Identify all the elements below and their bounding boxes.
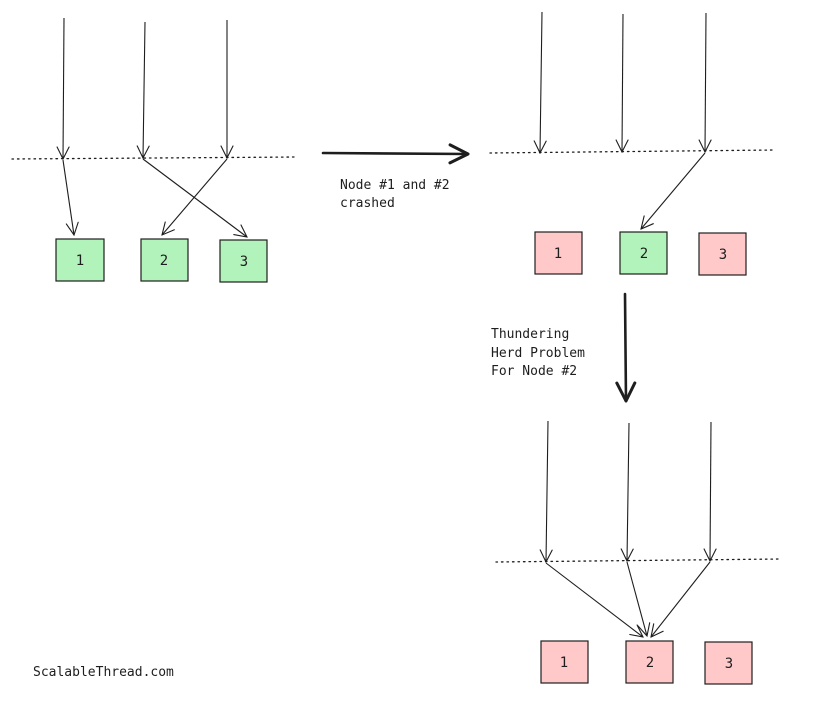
load-balancer-boundary — [489, 149, 776, 154]
caption-line: crashed — [340, 196, 395, 211]
node-1-label: 1 — [554, 246, 562, 262]
incoming-request-arrow — [705, 12, 706, 152]
node-2-label: 2 — [160, 253, 168, 269]
node-2-rect — [619, 231, 668, 275]
routed-request-arrow — [641, 152, 706, 229]
node-1-label: 1 — [560, 655, 568, 671]
routed-request-arrow — [651, 561, 711, 637]
panel-after-crash: 1 2 3 — [489, 11, 776, 276]
transition-crash: Node #1 and #2 crashed — [321, 143, 470, 211]
incoming-request-arrow — [622, 13, 623, 152]
node-box: 1 — [534, 231, 583, 275]
herd-caption: Thundering Herd Problem For Node #2 — [491, 327, 593, 379]
routed-request-arrow — [545, 562, 643, 637]
load-balancer-boundary — [495, 558, 782, 563]
node-box: 3 — [704, 641, 753, 685]
node-1-rect — [55, 238, 105, 282]
caption-line: For Node #2 — [491, 364, 577, 379]
transition-arrow — [615, 292, 637, 403]
routed-request-arrow — [62, 159, 74, 235]
incoming-request-arrow — [546, 420, 548, 562]
node-2-label: 2 — [646, 655, 654, 671]
node-1-rect — [540, 640, 589, 684]
node-3-label: 3 — [719, 247, 727, 263]
panel-initial: 1 2 3 — [11, 17, 298, 283]
transition-herd: Thundering Herd Problem For Node #2 — [491, 292, 637, 403]
node-box: 1 — [540, 640, 589, 684]
routed-request-arrow — [162, 158, 228, 235]
node-3-label: 3 — [725, 656, 733, 672]
incoming-request-arrow — [143, 21, 145, 158]
caption-line: Thundering — [491, 327, 569, 342]
node-3-rect — [698, 232, 747, 276]
caption-line: Node #1 and #2 — [340, 178, 450, 193]
incoming-request-arrow — [540, 11, 542, 153]
node-3-rect — [219, 239, 268, 283]
node-box: 3 — [698, 232, 747, 276]
node-3-rect — [704, 641, 753, 685]
transition-arrow — [321, 143, 470, 165]
node-2-label: 2 — [640, 246, 648, 262]
node-3-label: 3 — [240, 254, 248, 270]
routed-request-arrow — [142, 158, 247, 237]
panel-thundering-herd: 1 2 3 — [495, 420, 782, 685]
node-1-rect — [534, 231, 583, 275]
incoming-request-arrow — [63, 17, 64, 159]
node-1-label: 1 — [76, 253, 84, 269]
node-box: 3 — [219, 239, 268, 283]
incoming-request-arrow — [710, 421, 711, 561]
node-2-rect — [140, 238, 189, 282]
crash-caption: Node #1 and #2 crashed — [340, 178, 457, 211]
node-box: 2 — [140, 238, 189, 282]
routed-request-arrow — [626, 561, 647, 636]
node-box: 1 — [55, 238, 105, 282]
caption-line: Herd Problem — [491, 346, 585, 361]
node-box: 2 — [619, 231, 668, 275]
incoming-request-arrow — [627, 422, 629, 561]
node-box: 2 — [625, 640, 674, 684]
watermark-text: ScalableThread.com — [33, 665, 174, 680]
node-2-rect — [625, 640, 674, 684]
load-balancer-boundary — [11, 156, 298, 160]
